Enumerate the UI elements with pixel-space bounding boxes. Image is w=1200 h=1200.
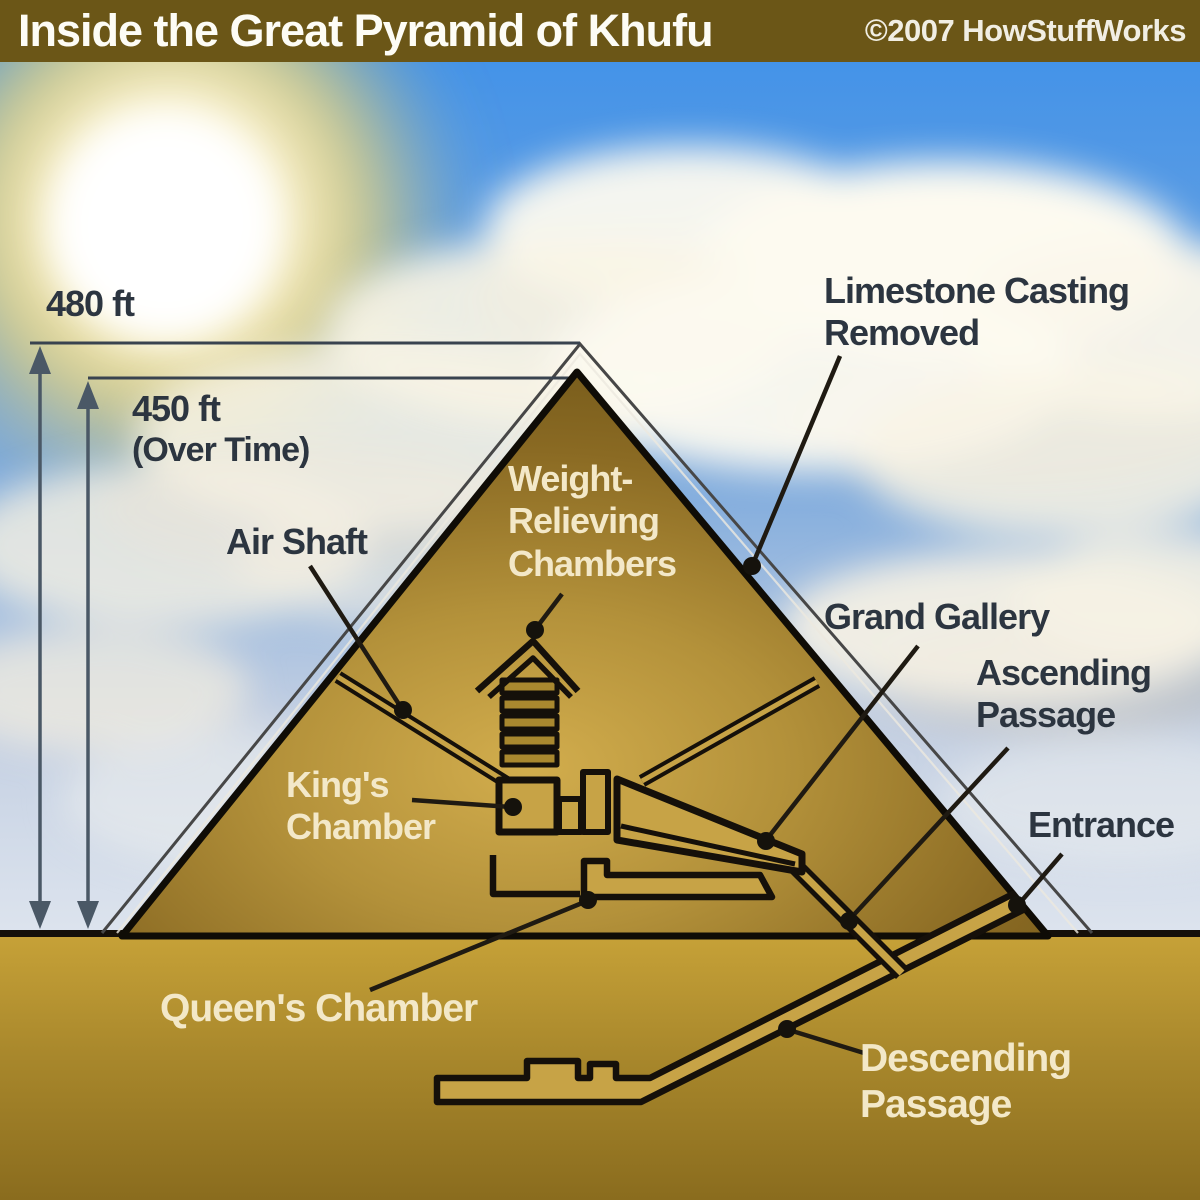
callout-dot-descending <box>778 1020 796 1038</box>
callout-dot-air-shaft <box>394 701 412 719</box>
label-limestone-casting: Limestone Casting Removed <box>824 270 1130 354</box>
arrow-480ft <box>29 346 51 929</box>
label-grand-gallery: Grand Gallery <box>824 596 1050 637</box>
label-450ft: 450 ft <box>132 388 221 429</box>
queens-passage-west-bracket <box>489 855 580 898</box>
grand-gallery-floor <box>620 823 796 867</box>
callout-dot-queens <box>579 891 597 909</box>
title-bar: Inside the Great Pyramid of Khufu ©2007 … <box>0 0 1200 62</box>
label-kings-chamber: King's Chamber <box>286 764 436 848</box>
grand-gallery-shape <box>613 775 806 876</box>
label-ascending-passage: Ascending Passage <box>976 652 1152 736</box>
descending-passage-subterranean-chamber <box>433 890 1027 1106</box>
label-air-shaft: Air Shaft <box>226 521 368 562</box>
arrow-450ft <box>77 381 99 929</box>
callout-dot-limestone <box>743 557 761 575</box>
measurement-lines <box>29 341 580 929</box>
relieving-slabs <box>499 677 560 768</box>
label-over-time: (Over Time) <box>132 431 310 469</box>
antechamber-small <box>556 796 584 835</box>
pyramid <box>118 368 1052 940</box>
air-shaft-left <box>334 671 510 788</box>
callout-dot-kings <box>504 798 522 816</box>
relieving-roof <box>474 637 581 700</box>
callout-dot-relieving <box>526 621 544 639</box>
callout-dot-ascending <box>840 912 858 930</box>
antechamber-tall <box>580 769 611 835</box>
callout-dot-entrance <box>1008 896 1026 914</box>
label-descending-passage: Descending Passage <box>860 1037 1072 1127</box>
page-title: Inside the Great Pyramid of Khufu <box>18 5 714 56</box>
copyright: ©2007 HowStuffWorks <box>864 13 1187 48</box>
callout-dot-grand-gallery <box>757 832 775 850</box>
label-queens-chamber: Queen's Chamber <box>160 987 478 1030</box>
label-weight-relieving-chambers: Weight- Relieving Chambers <box>508 458 677 584</box>
label-entrance: Entrance <box>1028 804 1175 845</box>
interior-structures <box>334 637 1027 1106</box>
leader-lines <box>308 355 1064 1056</box>
label-480ft: 480 ft <box>46 283 135 324</box>
air-shaft-right <box>638 676 821 787</box>
